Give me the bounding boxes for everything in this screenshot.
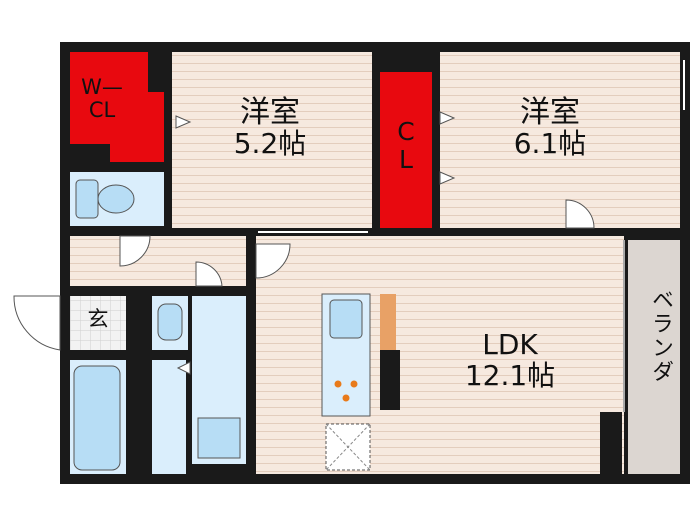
toilet-bowl (97, 184, 135, 214)
door-swing (565, 199, 595, 229)
ldk-floor (256, 236, 624, 474)
balcony-pillar (600, 412, 622, 474)
bathtub (73, 365, 121, 471)
door-swing (195, 261, 223, 287)
washbasin (157, 303, 183, 341)
western-room-1-size: 5.2帖 (233, 127, 307, 160)
western-room-1-floor (172, 52, 372, 228)
stove-burner (350, 380, 358, 388)
walk-in-closet-label: W— CL (81, 75, 123, 123)
balcony-label: ベランダ (648, 288, 673, 384)
western-room-2-floor (440, 52, 680, 228)
kitchen-sink (329, 299, 363, 339)
entrance-door-swing (13, 295, 61, 351)
washing-machine-pan (197, 417, 241, 459)
entrance-label: 玄 (87, 307, 109, 331)
stove-burner (334, 380, 342, 388)
toilet-tank (75, 179, 99, 219)
stove-burner (342, 394, 350, 402)
western-room-1-label: 洋室 5.2帖 (210, 96, 330, 160)
ldk-size: 12.1帖 (464, 358, 556, 392)
ldk-label: LDK 12.1帖 (440, 328, 580, 392)
western-room-1-name: 洋室 (240, 95, 300, 130)
western-room-2-name: 洋室 (520, 95, 580, 130)
door-swing (119, 235, 151, 267)
closet-label: C L (397, 117, 415, 174)
door-swing (255, 243, 291, 279)
closet (380, 72, 432, 228)
western-room-2-label: 洋室 6.1帖 (490, 96, 610, 160)
kitchen-shelf (380, 294, 396, 350)
ldk-name: LDK (482, 328, 538, 361)
walk-in-closet (70, 52, 164, 162)
entrance-floor (70, 296, 126, 350)
balcony-floor (628, 240, 680, 474)
western-room-2-size: 6.1帖 (513, 127, 587, 160)
